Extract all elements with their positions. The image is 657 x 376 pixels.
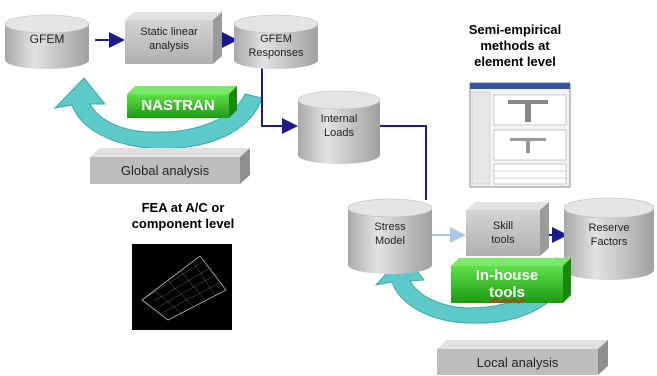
internal-loads-node [297,90,381,164]
inhouse-tools-line-1: In-house [475,267,539,284]
static-analysis-line-1: Static linear [140,26,198,38]
inhouse-tools-label: In-house tools [451,267,563,301]
fea-level-line-2: component level [131,216,235,231]
fea-mesh-image [132,244,232,330]
arrow-responses-to-loads [261,62,298,134]
semi-empirical-line-2: methods at [480,38,550,53]
stress-model-line-2: Model [375,235,405,247]
reserve-factors-line-1: Reserve [588,222,630,234]
skill-tools-node [466,202,549,256]
nastran-label: NASTRAN [141,97,215,114]
skill-tools-line-2: tools [491,234,515,246]
internal-loads-line-1: Internal [320,113,358,125]
gfem-node [4,14,90,69]
gfem-responses-node [233,14,319,69]
arrow-loads-to-stress [378,125,427,200]
static-analysis-label: Static linear analysis [125,25,213,53]
inhouse-tools-badge [451,258,571,303]
static-analysis-node [125,12,222,64]
internal-loads-label: Internal Loads [298,112,380,140]
static-analysis-line-2: analysis [149,40,189,52]
stress-model-node [347,198,433,274]
reserve-factors-node [563,197,655,280]
element-method-screenshot [469,82,571,188]
skill-tools-label: Skill tools [466,219,540,247]
fea-level-line-1: FEA at A/C or [141,200,225,215]
global-cycle-arrow [53,77,263,150]
global-analysis-platform [90,148,250,184]
semi-empirical-line-1: Semi-empirical [468,22,562,37]
stress-model-line-1: Stress [374,221,406,233]
reserve-factors-label: Reserve Factors [564,221,654,249]
local-analysis-platform [437,340,608,375]
local-analysis-label: Local analysis [476,355,559,370]
semi-empirical-line-3: element level [474,54,556,69]
gfem-responses-label: GFEM Responses [234,32,318,60]
reserve-factors-line-2: Factors [590,236,628,248]
gfem-label-box: GFEM [5,33,89,46]
internal-loads-line-2: Loads [324,127,354,139]
global-analysis-label: Global analysis [120,163,210,178]
gfem-responses-line-1: GFEM [260,33,292,45]
gfem-label: GFEM [29,32,65,46]
stress-model-label: Stress Model [348,220,432,248]
skill-tools-line-1: Skill [492,220,514,232]
semi-empirical-heading: Semi-empirical methods at element level [440,22,590,70]
gfem-responses-line-2: Responses [248,47,304,59]
inhouse-tools-line-2: tools [489,284,525,301]
fea-level-heading: FEA at A/C or component level [108,200,258,232]
nastran-badge [127,86,237,118]
